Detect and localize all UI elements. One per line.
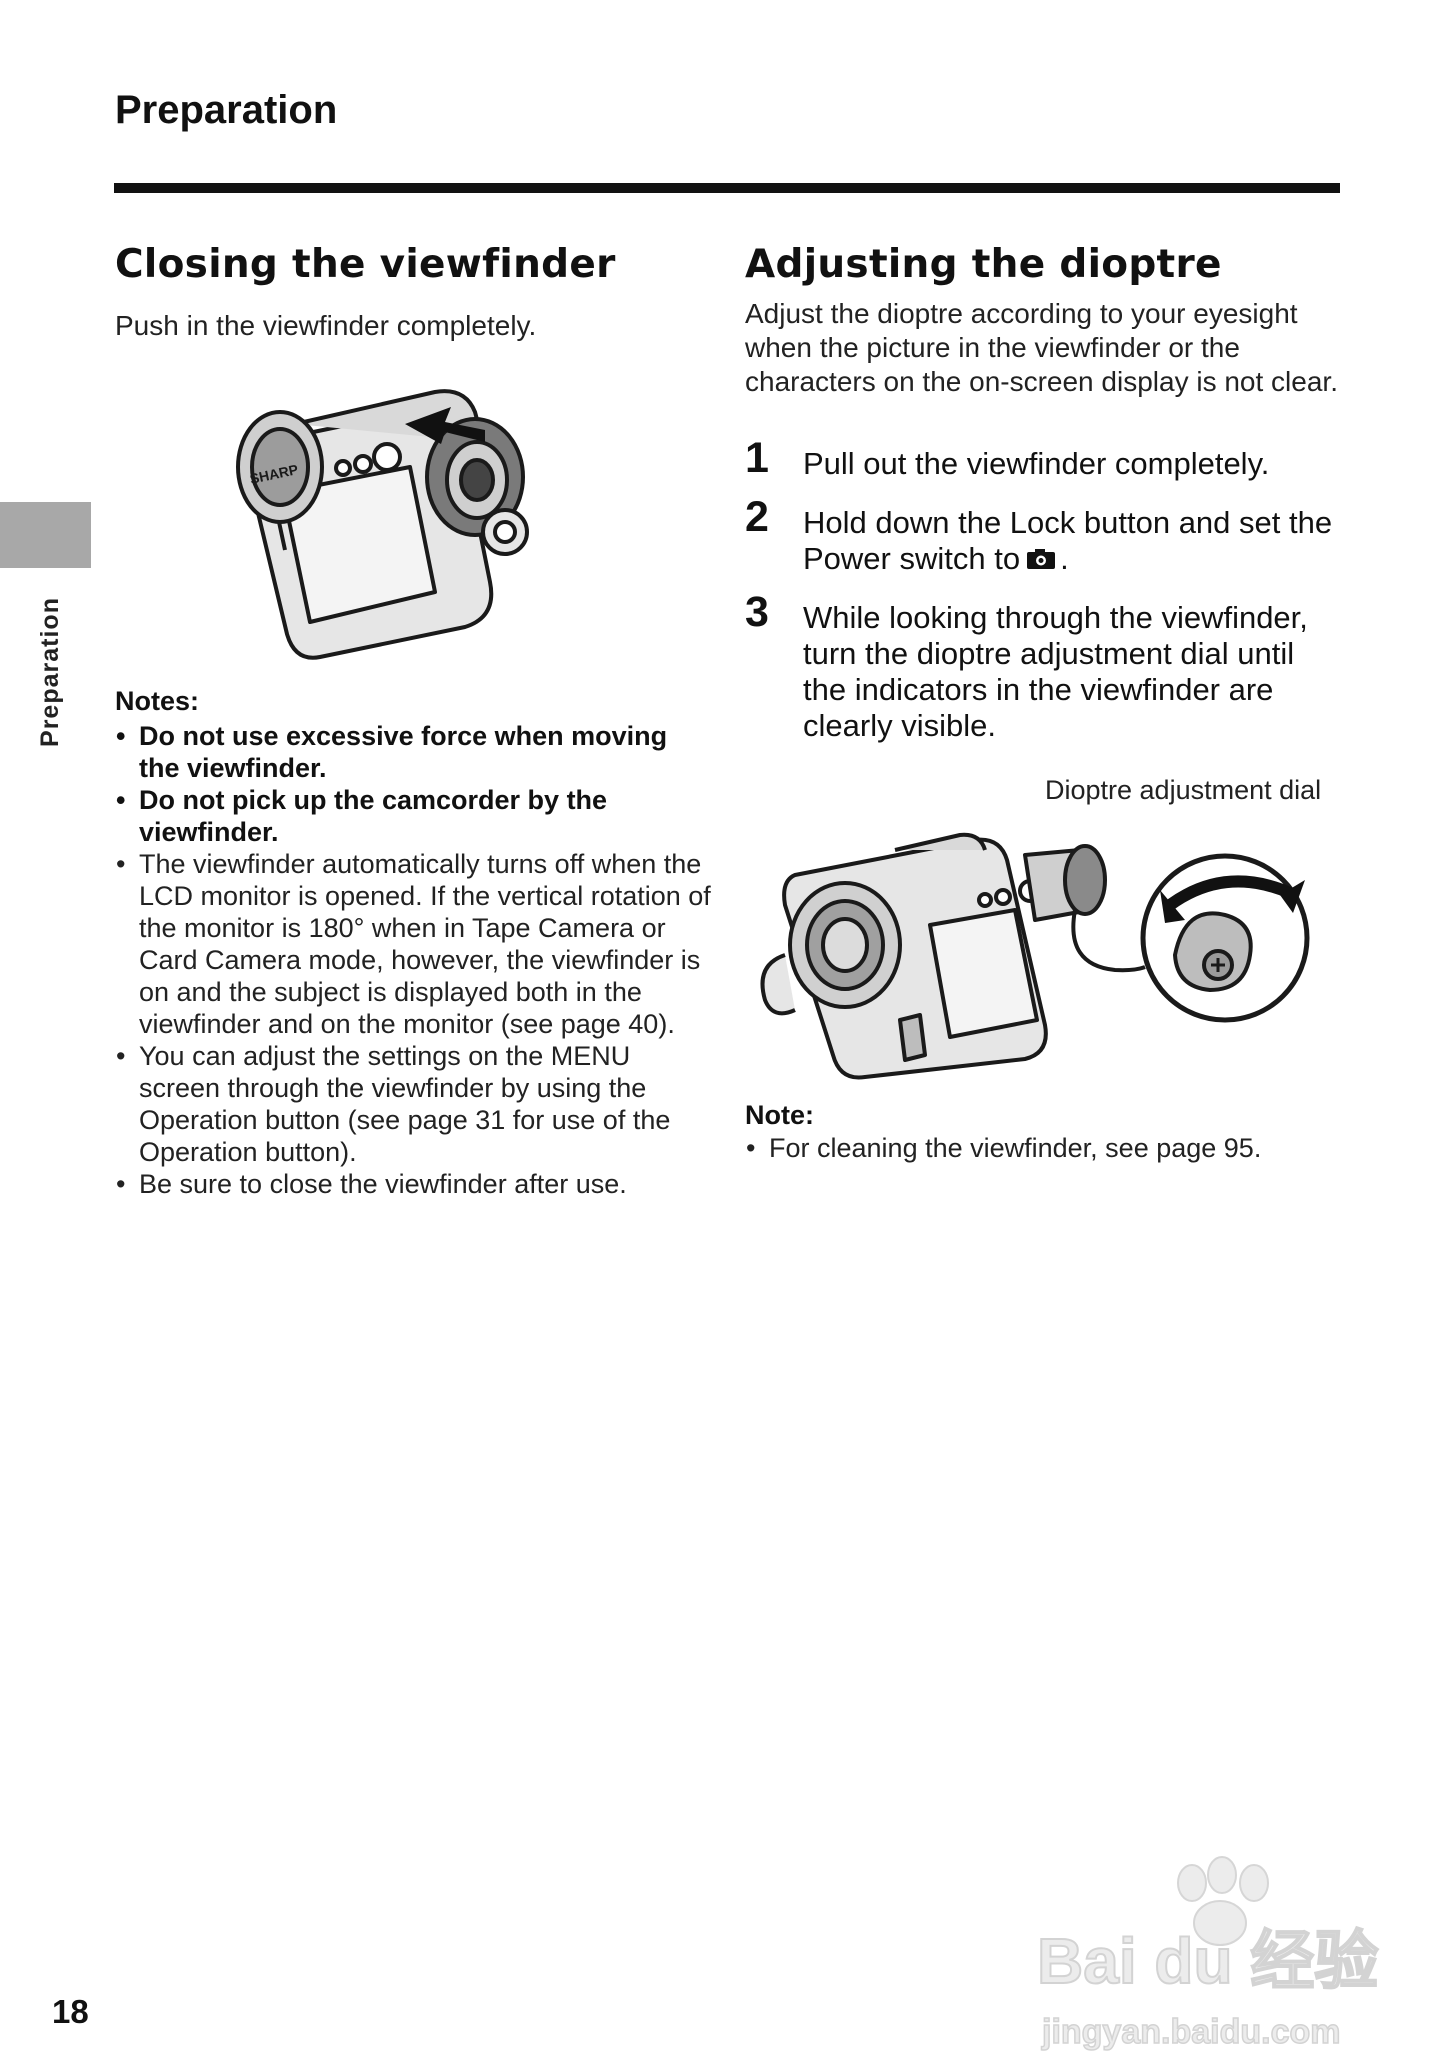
header-rule xyxy=(114,183,1340,193)
dial-caption: Dioptre adjustment dial xyxy=(1045,775,1322,805)
notes-list: Do not use excessive force when moving t… xyxy=(115,720,715,1200)
dioptre-illustration xyxy=(760,832,1310,1080)
section-title-dioptre: Adjusting the dioptre xyxy=(745,242,1222,287)
baidu-watermark-logo: Bai du 经验 jingyan.baidu.com xyxy=(1036,1856,1379,2052)
camcorder-closing-illustration: SHARP xyxy=(236,389,529,660)
step-number: 2 xyxy=(745,493,769,541)
note-heading: Note: xyxy=(745,1100,814,1130)
page-number: 18 xyxy=(52,1993,89,2030)
step-suffix: . xyxy=(1060,541,1069,576)
closing-intro: Push in the viewfinder completely. xyxy=(115,310,537,341)
step-text: Hold down the Lock button and set the Po… xyxy=(803,505,1333,576)
camera-mode-icon xyxy=(1027,548,1056,569)
steps-list: 1 Pull out the viewfinder completely. 2 … xyxy=(745,437,1345,767)
note-item: Do not pick up the camcorder by the view… xyxy=(115,784,715,848)
svg-text:Bai du 经验: Bai du 经验 xyxy=(1037,1925,1378,1997)
side-tab xyxy=(0,502,91,568)
note-item: Do not use excessive force when moving t… xyxy=(115,720,715,784)
svg-text:jingyan.baidu.com: jingyan.baidu.com xyxy=(1041,2013,1340,2051)
note-item: Be sure to close the viewfinder after us… xyxy=(115,1168,715,1200)
step-text: While looking through the viewfinder, tu… xyxy=(803,600,1308,743)
note-item: The viewfinder automatically turns off w… xyxy=(115,848,715,1040)
rotate-arrow-icon xyxy=(1160,875,1305,923)
header-title: Preparation xyxy=(115,88,338,132)
step-item: 2 Hold down the Lock button and set the … xyxy=(745,496,1345,577)
push-arrow-icon xyxy=(405,407,485,444)
step-number: 1 xyxy=(745,434,769,482)
step-text: Pull out the viewfinder completely. xyxy=(803,446,1270,481)
step-item: 3 While looking through the viewfinder, … xyxy=(745,591,1345,744)
step-number: 3 xyxy=(745,588,769,636)
step-item: 1 Pull out the viewfinder completely. xyxy=(745,437,1345,482)
note-item: For cleaning the viewfinder, see page 95… xyxy=(745,1132,1345,1164)
side-tab-label: Preparation xyxy=(36,597,64,747)
section-title-closing: Closing the viewfinder xyxy=(115,242,616,287)
notes-heading: Notes: xyxy=(115,686,200,716)
note-item: You can adjust the settings on the MENU … xyxy=(115,1040,715,1168)
dioptre-intro: Adjust the dioptre according to your eye… xyxy=(745,298,1338,397)
dioptre-note-list: For cleaning the viewfinder, see page 95… xyxy=(745,1132,1345,1164)
